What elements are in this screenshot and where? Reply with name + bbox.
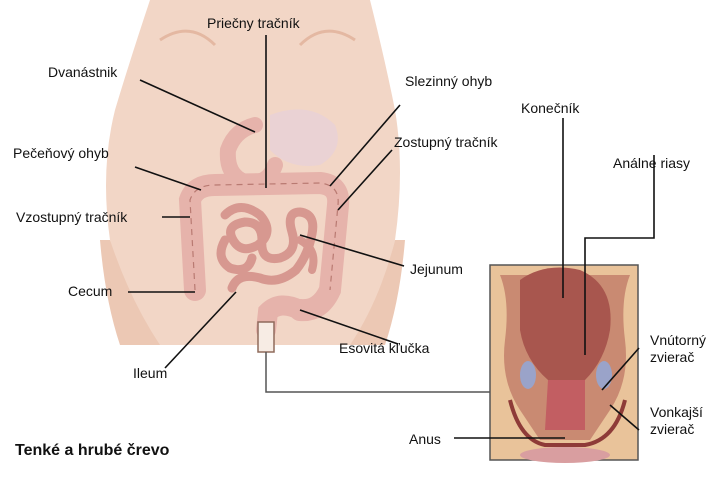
label-internal-sphincter-line2: zvierač xyxy=(650,349,694,365)
label-splenic-flexure: Slezinný ohyb xyxy=(405,73,492,89)
label-anal-columns: Análne riasy xyxy=(613,155,690,171)
label-internal-sphincter-line1: Vnútorný xyxy=(650,332,706,348)
label-anus: Anus xyxy=(409,431,441,447)
label-external-sphincter-line1: Vonkajší xyxy=(650,404,703,420)
label-cecum: Cecum xyxy=(68,283,112,299)
label-duodenum: Dvanástnik xyxy=(48,64,117,80)
label-transverse-colon: Priečny tračník xyxy=(207,15,300,31)
label-hepatic-flexure: Pečeňový ohyb xyxy=(13,145,109,161)
label-sigmoid-colon: Esovitá kľučka xyxy=(339,340,429,356)
label-rectum: Konečník xyxy=(521,100,579,116)
torso-figure xyxy=(100,0,405,345)
label-ascending-colon: Vzostupný tračník xyxy=(16,209,127,225)
label-ileum: Ileum xyxy=(133,365,167,381)
label-jejunum: Jejunum xyxy=(410,261,463,277)
label-descending-colon: Zostupný tračník xyxy=(394,134,498,150)
label-external-sphincter-line2: zvierač xyxy=(650,421,694,437)
connector-line xyxy=(266,352,490,392)
rectum-inset xyxy=(490,265,638,463)
figure-title: Tenké a hrubé črevo xyxy=(15,442,169,460)
